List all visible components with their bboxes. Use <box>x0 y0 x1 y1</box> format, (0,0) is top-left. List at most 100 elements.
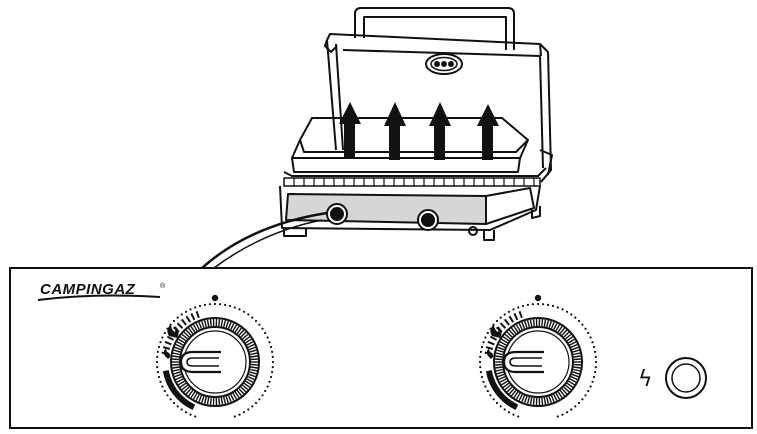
scale-tick <box>508 315 514 323</box>
knurl-line <box>498 375 506 381</box>
dial-dot <box>594 355 597 358</box>
grill-body <box>279 185 541 231</box>
dial-dot <box>479 371 482 374</box>
dial-dot <box>547 303 550 306</box>
dial-dot <box>213 302 217 306</box>
knurl-line <box>557 326 563 333</box>
dial-dot <box>499 316 502 319</box>
knurl-line <box>178 380 185 386</box>
knurl-line <box>573 358 581 361</box>
dial-dot <box>486 389 489 393</box>
knob-knurling <box>172 318 258 406</box>
knurl-line <box>209 397 212 405</box>
control-panel-closeup <box>9 267 753 429</box>
dial-dot <box>536 302 540 306</box>
knurl-line <box>230 394 235 401</box>
knurl-line <box>570 343 578 349</box>
dial-dot <box>271 371 274 374</box>
knurl-line <box>565 333 572 340</box>
knurl-line <box>515 392 521 400</box>
knob-knurling <box>495 318 581 406</box>
dial-dot <box>163 331 166 335</box>
dial-dot <box>271 360 275 364</box>
knurl-line <box>234 391 240 398</box>
dial-dot <box>269 345 273 349</box>
knurl-line <box>508 329 515 336</box>
knurl-line <box>246 341 254 346</box>
left-burner-knob[interactable] <box>155 294 275 418</box>
knurl-line <box>192 324 198 332</box>
knurl-line <box>198 321 203 329</box>
knurl-line <box>572 371 580 375</box>
dial-dot <box>591 380 594 383</box>
knurl-line <box>518 394 523 401</box>
knurl-line <box>172 368 180 372</box>
dial-dot <box>581 323 584 326</box>
knurl-line <box>546 396 550 404</box>
dial-dot <box>189 308 192 311</box>
dial-dot <box>479 366 482 369</box>
knurl-line <box>515 324 521 332</box>
knob-grip <box>502 350 544 374</box>
knurl-line <box>571 346 579 351</box>
knurl-line <box>223 396 227 404</box>
knurl-line <box>250 352 258 356</box>
knurl-line <box>250 363 258 366</box>
dial-dot <box>194 306 197 309</box>
callout-leader <box>201 211 328 269</box>
svg-text:®: ® <box>160 282 166 290</box>
knurl-line <box>499 378 507 383</box>
dial-scale <box>478 302 598 418</box>
dial-dot <box>184 310 188 313</box>
right-burner-knob[interactable] <box>478 294 598 418</box>
off-marker <box>534 294 542 302</box>
knurl-line <box>195 323 200 330</box>
dial-dot <box>180 408 183 411</box>
dial-dot <box>561 308 564 311</box>
knurl-line <box>175 375 183 381</box>
knurl-line <box>571 373 579 378</box>
dial-dot <box>577 319 581 323</box>
dial-dot <box>587 331 590 335</box>
knurl-line <box>506 386 513 393</box>
dial-dot <box>157 375 161 379</box>
knurl-line <box>566 336 574 342</box>
knurl-line <box>497 346 505 351</box>
dial-dot <box>266 336 269 339</box>
dial-dot <box>156 371 159 374</box>
dial-dot <box>574 405 577 408</box>
scale-tick <box>195 310 200 319</box>
knurl-line <box>248 373 256 378</box>
dial-dot <box>489 394 492 397</box>
knurl-line <box>250 358 258 361</box>
panel-ignition-small <box>468 226 478 236</box>
dial-dot <box>482 380 485 383</box>
dial-dot <box>584 394 587 397</box>
knurl-line <box>529 319 533 327</box>
dial-dot <box>176 316 179 319</box>
dial-dot <box>238 413 241 416</box>
dial-dot <box>512 308 515 311</box>
knurl-line <box>174 373 182 378</box>
arrow-up-icon <box>477 104 499 160</box>
knurl-line <box>203 320 207 328</box>
knurl-line <box>499 341 507 346</box>
dial-dot <box>271 350 274 353</box>
knurl-line <box>548 320 552 329</box>
dial-dot <box>592 375 596 379</box>
knurl-line <box>245 338 252 344</box>
dial-dot <box>180 313 183 316</box>
dial-dot <box>264 331 267 335</box>
knurl-line <box>548 395 552 404</box>
dial-dot <box>269 375 273 379</box>
dial-dot <box>219 303 222 306</box>
knurl-line <box>563 331 570 338</box>
lift-arrows <box>339 102 499 160</box>
dial-dot <box>203 303 206 306</box>
knurl-line <box>495 368 503 372</box>
knurl-line <box>513 326 519 333</box>
dial-dot <box>184 411 188 414</box>
knurl-line <box>495 352 503 356</box>
dial-dot <box>233 415 236 418</box>
